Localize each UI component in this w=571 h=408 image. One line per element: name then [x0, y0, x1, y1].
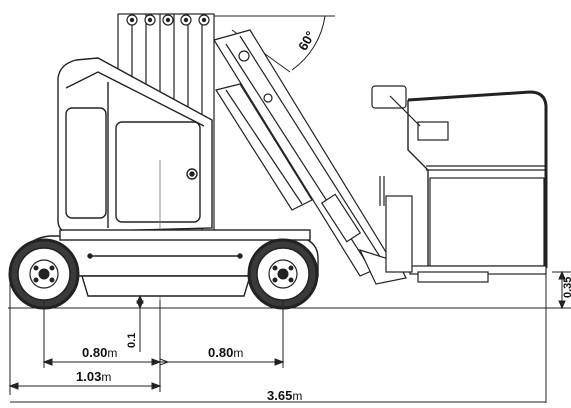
svg-text:0.80m: 0.80m	[208, 345, 243, 360]
rear-wheel	[8, 238, 80, 310]
dimension-lines	[8, 270, 571, 404]
mast-pulleys	[126, 14, 210, 26]
svg-text:0.80m: 0.80m	[82, 345, 117, 360]
dim-label-wheel-to-center-left: 0.80m	[82, 345, 117, 360]
dim-label-wheel-to-center-right: 0.80m	[208, 345, 243, 360]
svg-text:3.65m: 3.65m	[267, 388, 302, 403]
dim-label-total-length: 3.65m	[267, 388, 302, 403]
platform-basket	[371, 85, 548, 283]
front-wheel	[247, 238, 319, 310]
angle-label: 60°	[295, 28, 318, 53]
dim-label-ground-clearance: 0.1	[126, 333, 138, 348]
dim-label-rear-overhang: 1.03m	[76, 369, 111, 384]
engine-hood	[57, 57, 213, 300]
dim-label-platform-height: 0.35	[562, 277, 571, 298]
chassis	[23, 229, 319, 297]
svg-text:1.03m: 1.03m	[76, 369, 111, 384]
